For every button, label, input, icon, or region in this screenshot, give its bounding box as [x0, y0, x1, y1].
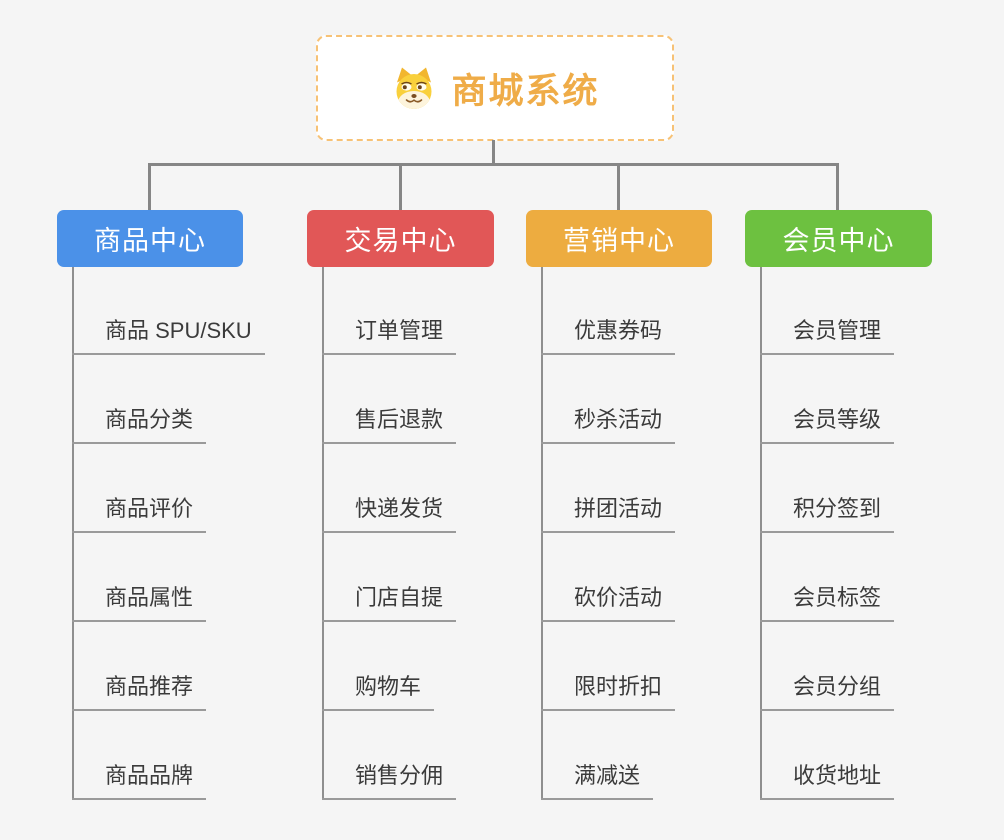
- connector-drop-marketing-center: [617, 165, 620, 211]
- branch-node-product-center[interactable]: 商品中心: [57, 210, 243, 267]
- leaf-node-coupon-code[interactable]: 优惠券码: [541, 315, 676, 355]
- leaf-node-member-tag[interactable]: 会员标签: [760, 582, 895, 622]
- dog-face-icon: [396, 67, 432, 109]
- branch-member-center: 会员中心 会员管理 会员等级 积分签到 会员标签 会员分组 收货地址: [745, 210, 932, 800]
- leaf-node-group-buy[interactable]: 拼团活动: [541, 493, 676, 533]
- branch-trade-center: 交易中心 订单管理 售后退款 快递发货 门店自提 购物车 销售分佣: [307, 210, 494, 800]
- connector-root-stem: [492, 140, 495, 164]
- leaf-node-shopping-cart[interactable]: 购物车: [322, 671, 435, 711]
- leaf-node-member-level[interactable]: 会员等级: [760, 404, 895, 444]
- leaf-node-after-sale-refund[interactable]: 售后退款: [322, 404, 457, 444]
- leaf-node-store-pickup[interactable]: 门店自提: [322, 582, 457, 622]
- leaf-node-product-recommend[interactable]: 商品推荐: [72, 671, 207, 711]
- connector-drop-product-center: [148, 165, 151, 211]
- connector-drop-trade-center: [399, 165, 402, 211]
- leaf-node-product-spu-sku[interactable]: 商品 SPU/SKU: [72, 315, 265, 355]
- leaf-node-product-review[interactable]: 商品评价: [72, 493, 207, 533]
- leaf-node-product-category[interactable]: 商品分类: [72, 404, 207, 444]
- leaf-node-points-checkin[interactable]: 积分签到: [760, 493, 895, 533]
- leaf-node-flash-sale[interactable]: 秒杀活动: [541, 404, 676, 444]
- branch-vertical-line: [322, 267, 324, 800]
- leaf-node-bargain-activity[interactable]: 砍价活动: [541, 582, 676, 622]
- branch-node-marketing-center[interactable]: 营销中心: [526, 210, 712, 267]
- connector-horizontal: [148, 163, 839, 166]
- leaf-node-member-management[interactable]: 会员管理: [760, 315, 895, 355]
- branch-vertical-line: [541, 267, 543, 800]
- leaf-node-product-brand[interactable]: 商品品牌: [72, 760, 207, 800]
- leaf-node-product-attribute[interactable]: 商品属性: [72, 582, 207, 622]
- leaf-node-sales-commission[interactable]: 销售分佣: [322, 760, 457, 800]
- leaf-node-full-reduction[interactable]: 满减送: [541, 760, 654, 800]
- root-node[interactable]: 商城系统: [316, 35, 674, 141]
- leaf-node-time-limited-discount[interactable]: 限时折扣: [541, 671, 676, 711]
- branch-vertical-line: [72, 267, 74, 800]
- branch-vertical-line: [760, 267, 762, 800]
- branch-node-trade-center[interactable]: 交易中心: [307, 210, 494, 267]
- branch-product-center: 商品中心 商品 SPU/SKU 商品分类 商品评价 商品属性 商品推荐 商品品牌: [57, 210, 265, 800]
- branch-marketing-center: 营销中心 优惠券码 秒杀活动 拼团活动 砍价活动 限时折扣 满减送: [526, 210, 712, 800]
- connector-drop-member-center: [836, 165, 839, 211]
- leaf-node-express-delivery[interactable]: 快递发货: [322, 493, 457, 533]
- leaf-node-shipping-address[interactable]: 收货地址: [760, 760, 895, 800]
- leaf-node-order-management[interactable]: 订单管理: [322, 315, 457, 355]
- leaf-node-member-group[interactable]: 会员分组: [760, 671, 895, 711]
- root-title: 商城系统: [451, 71, 600, 111]
- branch-node-member-center[interactable]: 会员中心: [745, 210, 932, 267]
